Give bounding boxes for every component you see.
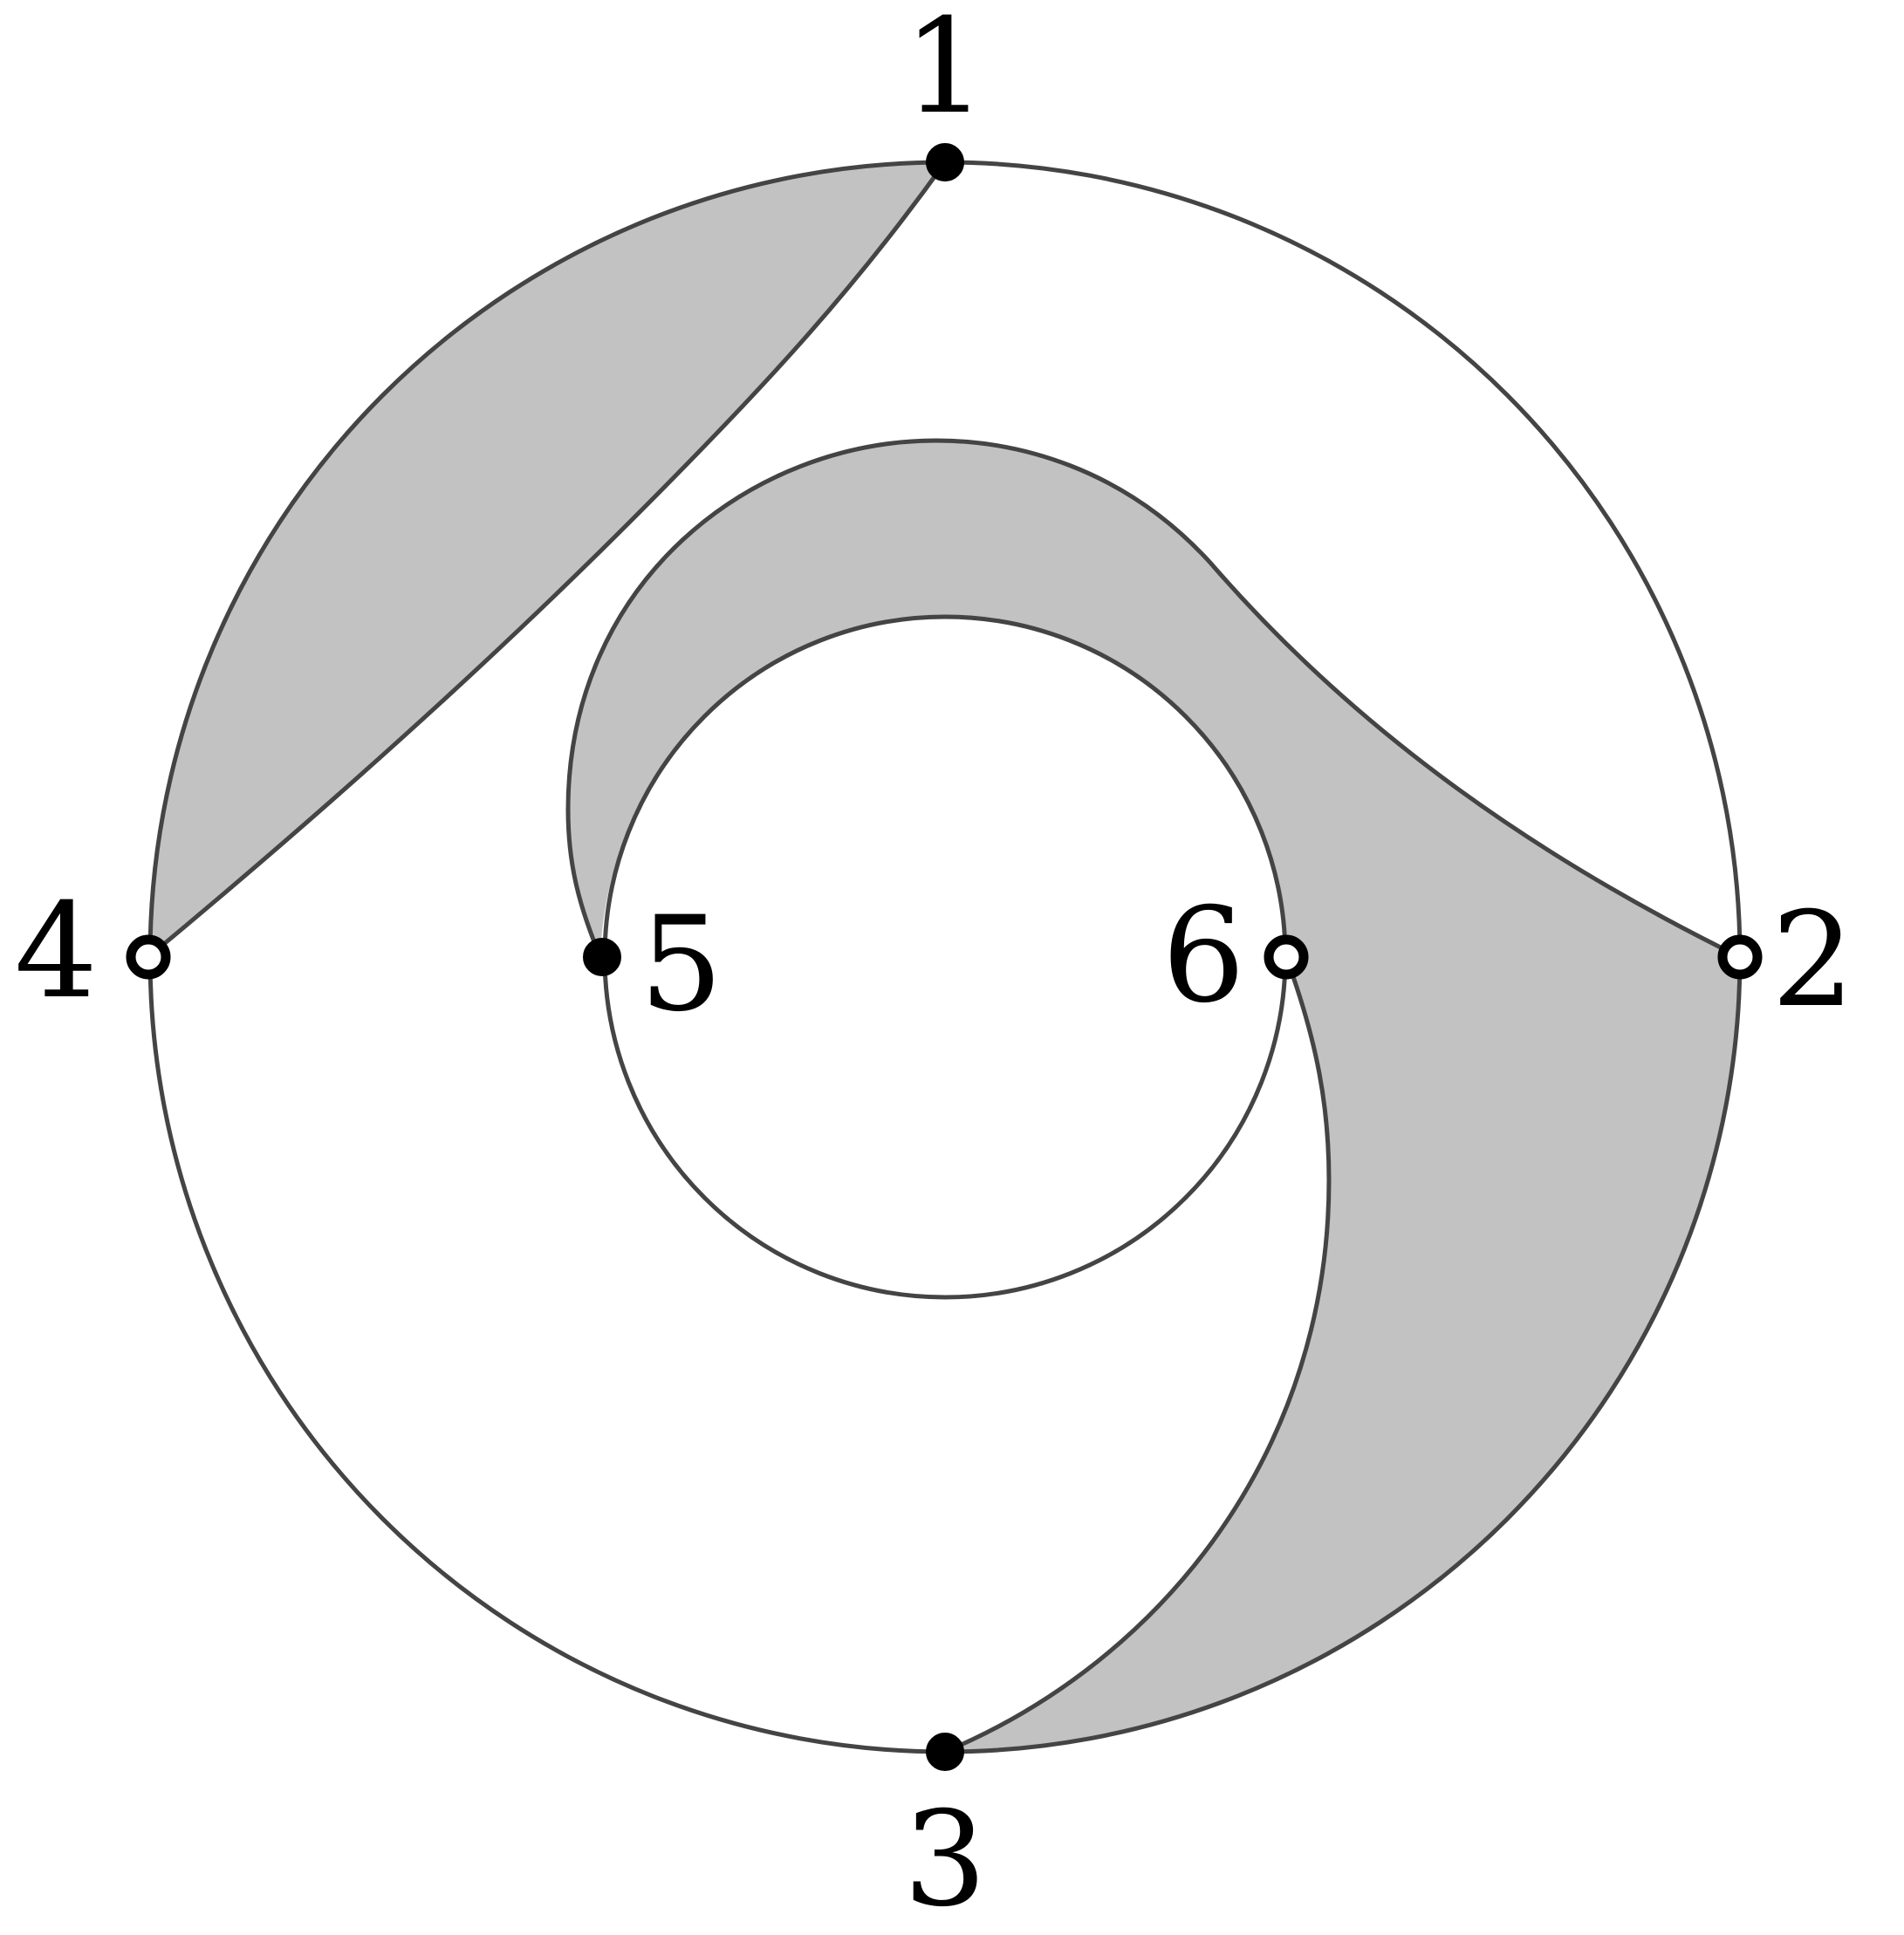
vertex-5 — [583, 938, 621, 976]
vertex-label-3: 3 — [903, 1784, 986, 1935]
vertex-3 — [926, 1733, 964, 1771]
edge-6-3 — [942, 954, 1332, 1754]
vertex-4 — [126, 934, 171, 980]
vertex-label-5: 5 — [640, 889, 723, 1041]
vertex-2 — [1717, 934, 1763, 980]
vertex-label-4: 4 — [15, 876, 98, 1028]
vertex-label-2: 2 — [1771, 885, 1854, 1036]
shaded-region-1-4 — [148, 161, 945, 957]
edge-1-4 — [146, 160, 948, 960]
vertex-label-6: 6 — [1162, 880, 1245, 1032]
edge-2-5 — [565, 438, 1743, 960]
vertex-1 — [926, 143, 964, 181]
vertex-label-1: 1 — [903, 0, 986, 143]
vertex-6 — [1264, 934, 1309, 980]
shaded-region-spiral — [568, 441, 1740, 1752]
